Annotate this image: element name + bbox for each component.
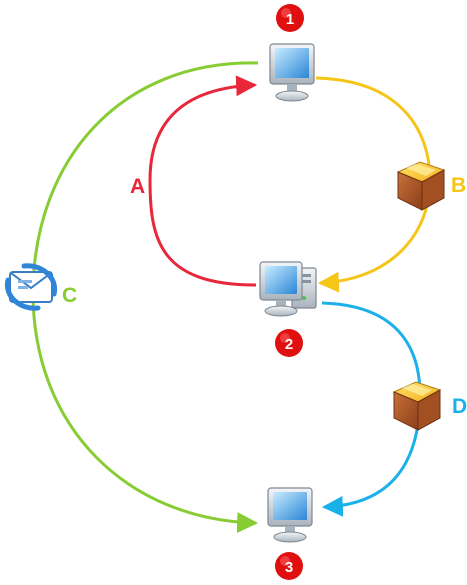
edge-c-label: C	[62, 284, 77, 307]
node-1-badge: 1	[276, 4, 304, 32]
node-2-badge: 2	[275, 329, 303, 357]
edge-b-label: B	[451, 174, 466, 197]
node-1-number: 1	[286, 11, 294, 28]
edge-a-label: A	[130, 175, 145, 198]
computer-3-monitor-icon	[267, 487, 313, 543]
edge-a-line	[148, 75, 258, 287]
package-d-box-icon	[392, 381, 442, 431]
email-icon	[4, 263, 58, 311]
computer-1-monitor-icon	[269, 43, 315, 102]
edge-d-label: D	[452, 395, 467, 418]
node-3-number: 3	[285, 559, 293, 576]
computer-2-desktop-icon	[259, 261, 317, 317]
node-3-badge: 3	[275, 552, 303, 580]
package-b-box-icon	[396, 161, 446, 211]
node-2-number: 2	[285, 336, 293, 353]
